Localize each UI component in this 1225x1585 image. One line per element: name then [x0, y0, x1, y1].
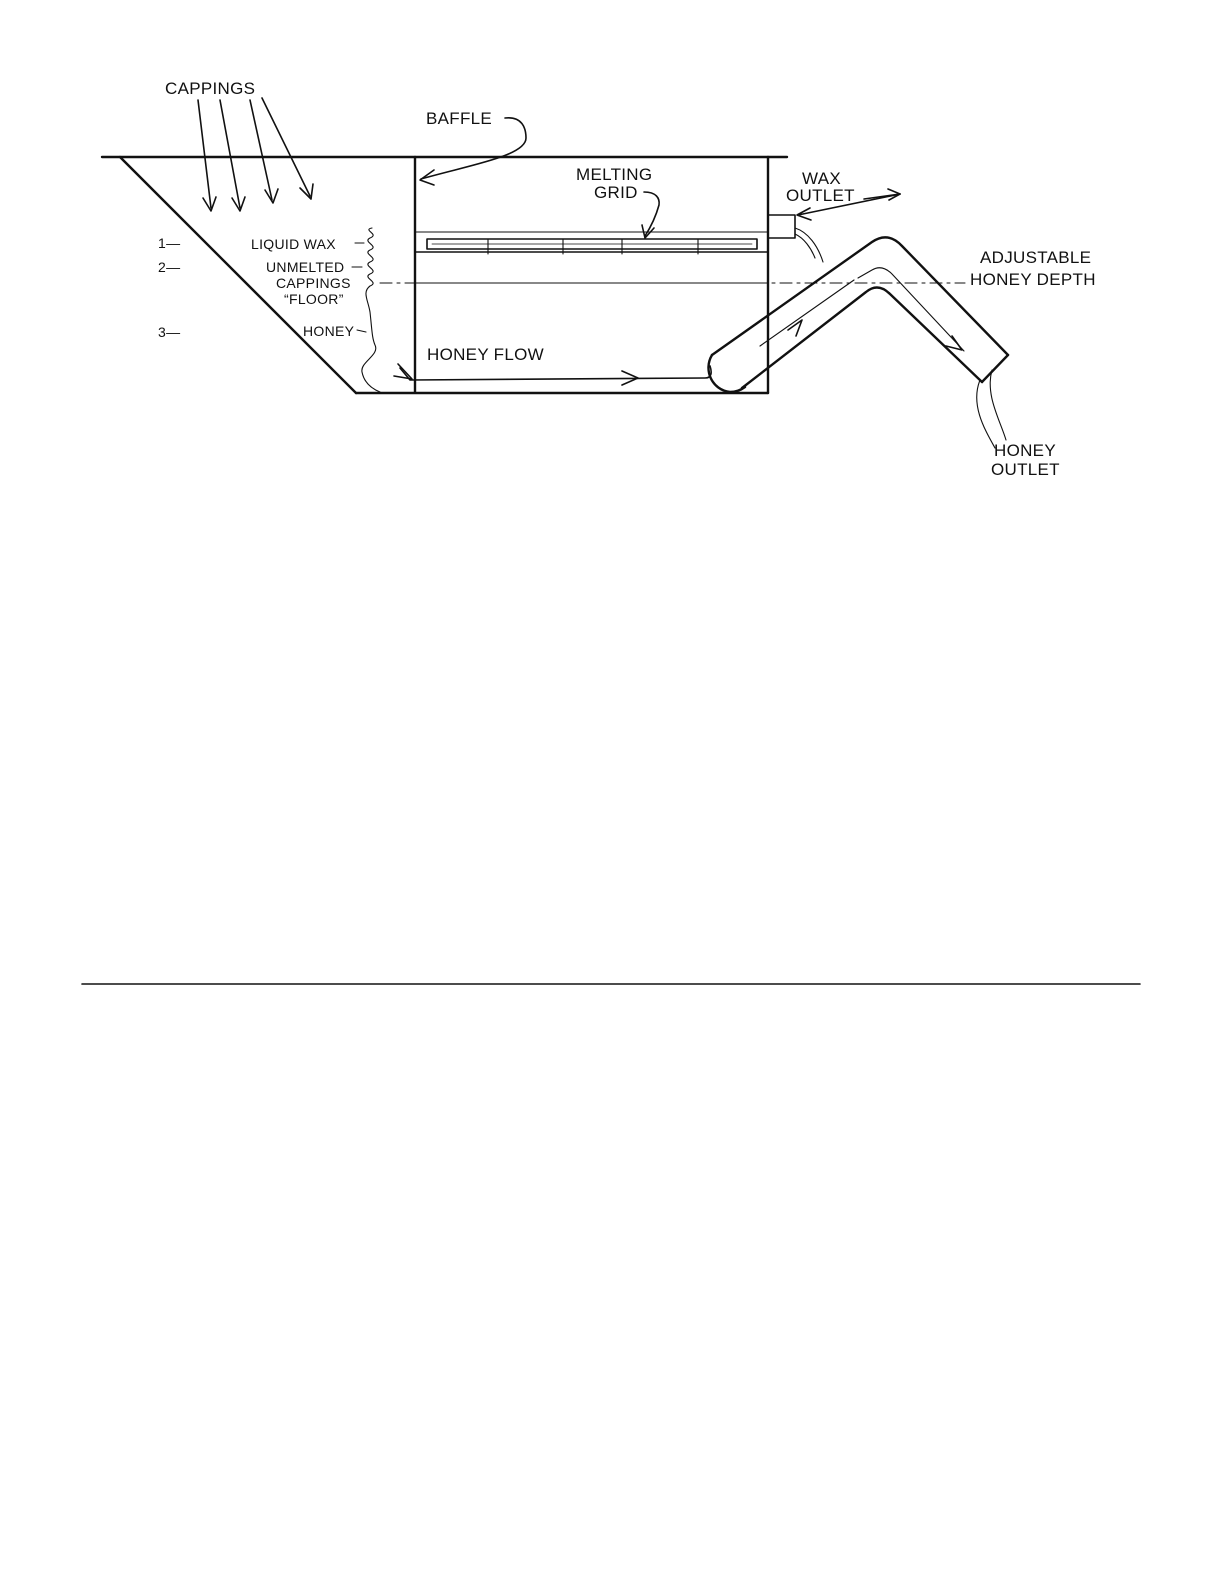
adjustable-honey-depth-label: HONEY DEPTH [970, 270, 1096, 289]
baffle-label: BAFFLE [426, 109, 492, 128]
honey-layer-label: HONEY [303, 323, 355, 339]
level-1-marker: 1— [158, 235, 180, 251]
level-2-marker: 2— [158, 259, 180, 275]
honey-outlet-tube [708, 237, 1008, 392]
cappings-arrow [262, 98, 310, 196]
melting-grid-pointer [644, 192, 659, 236]
cappings-arrows [198, 98, 313, 211]
honey-outlet-label: OUTLET [991, 460, 1060, 479]
cappings-arrow [198, 100, 211, 208]
wax-drip [795, 228, 823, 262]
honey-tube-inner-line [858, 268, 964, 351]
melting-grid-label: MELTING [576, 165, 652, 184]
layer-brace [362, 228, 380, 392]
cappings-arrow [250, 100, 272, 200]
honey-outlet-drip [977, 380, 995, 448]
wax-outlet-spout [768, 215, 823, 262]
honey-outlet-label: HONEY [994, 441, 1056, 460]
cappings-arrow [220, 100, 240, 208]
wax-outlet-label: OUTLET [786, 186, 855, 205]
melting-grid-label: GRID [594, 183, 638, 202]
level-3-marker: 3— [158, 324, 180, 340]
honey-tube-arrowhead [788, 320, 802, 336]
unmelted-cappings-floor-label: “FLOOR” [284, 291, 344, 307]
cappings-label: CAPPINGS [165, 79, 255, 98]
cappings-arrowhead [300, 184, 313, 199]
honey-pointer [357, 330, 366, 332]
honey-outlet-drip [990, 370, 1006, 440]
wax-outlet-pipe [768, 215, 795, 238]
honey-flow-line [400, 366, 711, 380]
honey-tube-lower-edge [742, 287, 982, 388]
honey-tube-end-cap [982, 355, 1008, 382]
liquid-wax-label: LIQUID WAX [251, 236, 336, 252]
honey-flow-path [394, 364, 711, 385]
melting-grid [415, 232, 768, 283]
adjustable-honey-depth-label: ADJUSTABLE [980, 248, 1091, 267]
unmelted-cappings-floor-label: CAPPINGS [276, 275, 351, 291]
unmelted-cappings-floor-label: UNMELTED [266, 259, 344, 275]
wax-drip [795, 234, 815, 258]
honey-flow-label: HONEY FLOW [427, 345, 544, 364]
honey-tube-arrowhead [946, 336, 962, 350]
honey-tube-bottom-cap [708, 355, 745, 392]
